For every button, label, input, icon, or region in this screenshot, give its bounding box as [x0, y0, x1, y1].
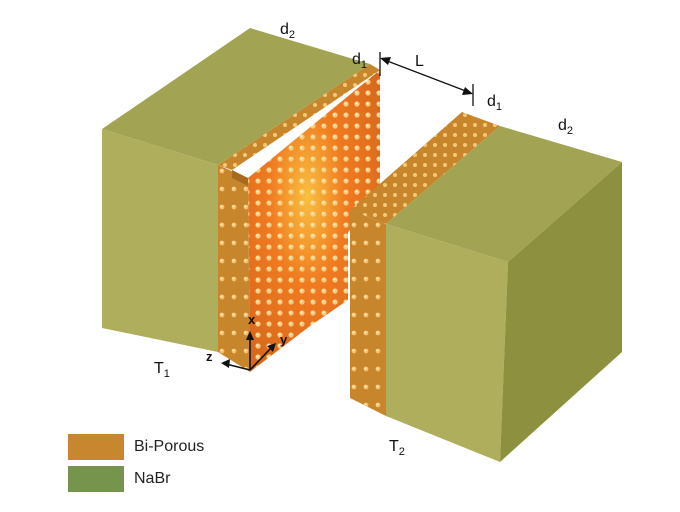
L-arrow-left	[380, 57, 391, 65]
L-label: L	[415, 53, 424, 70]
right-porous-layer	[350, 112, 500, 416]
right-nabr-block	[386, 126, 622, 462]
left-porous-edge	[232, 170, 248, 186]
right-nabr-front-face	[386, 224, 508, 462]
right-nabr-side-face	[500, 162, 622, 462]
legend-label-nabr: NaBr	[134, 470, 171, 487]
T2-label: T2	[389, 438, 405, 458]
d1-left-label: d1	[352, 51, 367, 71]
x-axis-label: x	[248, 312, 256, 327]
legend-item-bi-porous: Bi-Porous	[68, 434, 204, 460]
left-nabr-block	[102, 28, 370, 352]
z-axis-arrow	[221, 359, 230, 368]
y-axis-label: y	[280, 332, 288, 347]
T1-label: T1	[154, 360, 170, 380]
z-axis-label: z	[206, 349, 213, 364]
left-porous-top-pores	[218, 64, 380, 170]
L-dimension-line	[381, 58, 472, 94]
y-axis-arrow	[267, 343, 276, 352]
d1-right-label: d1	[487, 93, 502, 113]
d2-left-label: d2	[280, 21, 295, 41]
left-porous-inner-pores	[248, 70, 380, 372]
coordinate-axes: x y z	[206, 312, 288, 371]
L-arrow-right	[462, 87, 473, 95]
legend-swatch-bi-porous	[68, 434, 124, 460]
y-axis-line	[249, 346, 273, 371]
right-porous-front-pores	[350, 210, 386, 416]
legend-item-nabr: NaBr	[68, 466, 170, 492]
right-porous-top-pores	[350, 112, 500, 224]
z-axis-line	[225, 363, 251, 371]
d2-right-label: d2	[558, 117, 573, 137]
legend-label-bi-porous: Bi-Porous	[134, 438, 205, 455]
left-porous-front-pores	[218, 165, 250, 372]
left-nabr-top-face	[102, 28, 370, 165]
legend-swatch-nabr	[68, 466, 124, 492]
right-nabr-top-face	[386, 126, 622, 262]
left-porous-layer	[218, 64, 380, 372]
left-nabr-front-face	[102, 129, 218, 352]
x-axis-arrow	[246, 331, 254, 340]
